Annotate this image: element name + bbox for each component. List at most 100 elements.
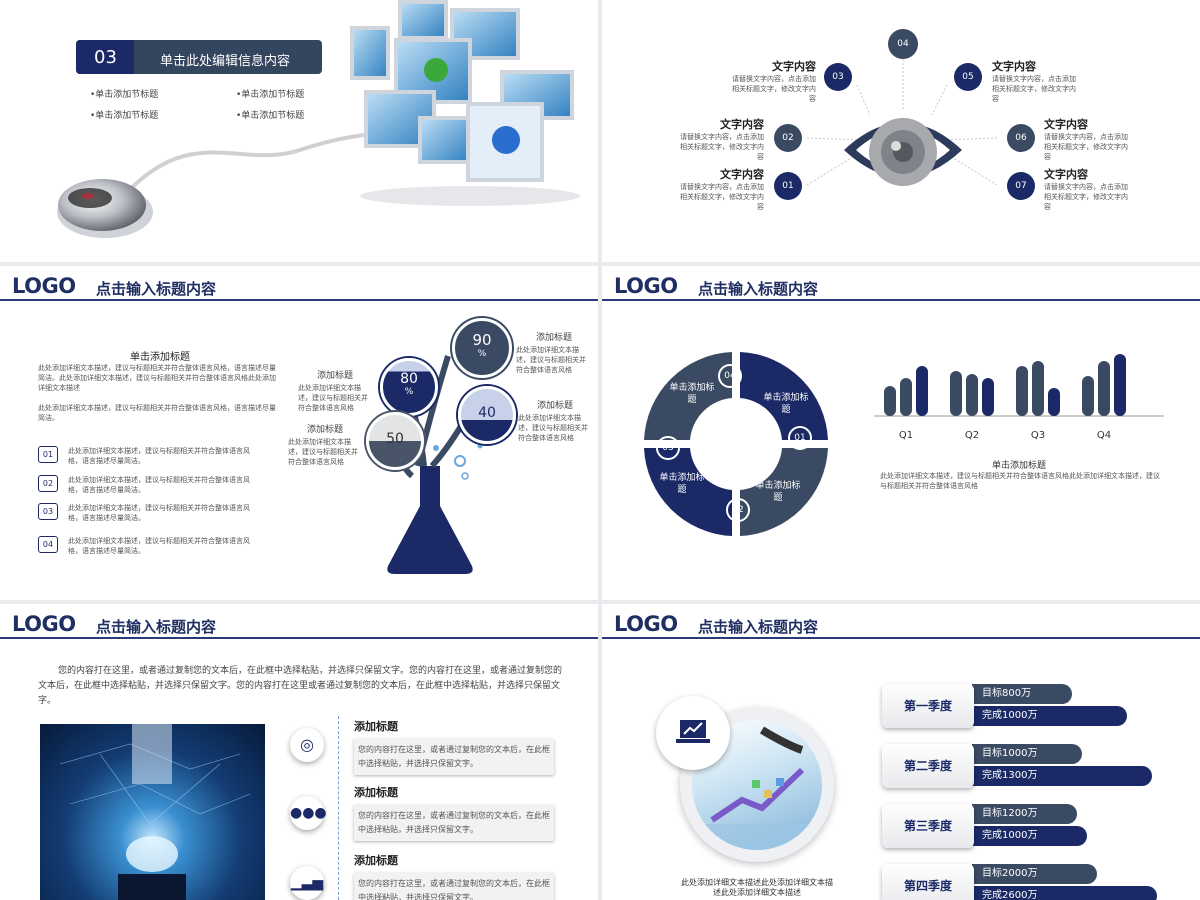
bullet-4: •单击添加节标题 — [236, 111, 305, 121]
slide-6[interactable]: LOGO 点击输入标题内容 此处添加详细文本描述此处添加详细文本描述此处添加详细… — [602, 604, 1200, 900]
item-number-badge: 04 — [38, 536, 58, 553]
slide-2[interactable]: 01 02 03 04 05 06 07 文字内容 请替换文字内容，点击添加相关… — [602, 0, 1200, 262]
slide-1[interactable]: 03 单击此处编辑信息内容 •单击添加节标题 •单击添加节标题 •单击添加节标题… — [0, 0, 598, 262]
bulb-90-unit: % — [477, 349, 487, 359]
slide-5[interactable]: LOGO 点击输入标题内容 您的内容打在这里，或者通过复制您的文本后，在此框中选… — [0, 604, 598, 900]
flask-label-desc: 此处添加详细文本描述，建议与标题相关并符合整体语言风格 — [518, 414, 588, 442]
slide-4[interactable]: LOGO 点击输入标题内容 单击添加标题 单击添加标题 单击添加标题 单击添加标… — [602, 266, 1200, 600]
bulb-80-unit: % — [404, 387, 414, 397]
target-icon: ◎ — [290, 728, 324, 762]
section-paragraph-2: 此处添加详细文本描述，建议与标题相关并符合整体语言风格，语言描述尽量简洁。 — [38, 404, 276, 422]
flask-label-title: 添加标题 — [306, 425, 343, 435]
completed-bar: 完成2600万 — [972, 886, 1157, 900]
cycle-diagram — [644, 352, 828, 536]
label-03-desc: 请替换文字内容，点击添加相关标题文字，修改文字内容 — [732, 75, 816, 103]
label-02-desc: 请替换文字内容，点击添加相关标题文字，修改文字内容 — [680, 133, 764, 161]
bar-Q3-2 — [1032, 361, 1044, 416]
label-01: 文字内容 请替换文字内容，点击添加相关标题文字，修改文字内容 — [680, 166, 764, 212]
intro-paragraph: 您的内容打在这里，或者通过复制您的文本后，在此框中选择粘贴，并选择只保留文字。您… — [38, 666, 563, 706]
cycle-label-04: 单击添加标题 — [669, 383, 715, 405]
node-04[interactable]: 04 — [888, 29, 918, 59]
bulb-80: 80 % — [380, 358, 438, 416]
cycle-num-04: 04 — [718, 364, 742, 388]
label-05: 文字内容 请替换文字内容，点击添加相关标题文字，修改文字内容 — [992, 58, 1076, 104]
label-07-title: 文字内容 — [1044, 168, 1088, 181]
flask-label-title: 添加标题 — [536, 401, 573, 411]
node-03[interactable]: 03 — [824, 63, 852, 91]
tick-label-Q3: Q3 — [1031, 430, 1045, 441]
quarter-row: 目标2000万完成2600万第四季度 — [882, 864, 1182, 900]
quarter-progress-list: 目标800万完成1000万第一季度目标1000万完成1300万第二季度目标120… — [882, 684, 1182, 900]
target-bar: 目标1000万 — [972, 744, 1082, 764]
bulb-90-value: 90 — [472, 331, 492, 349]
flask-label-1: 添加标题 此处添加详细文本描述，建议与标题相关并符合整体语言风格 — [516, 332, 592, 375]
tick-label-Q1: Q1 — [899, 430, 913, 441]
node-02[interactable]: 02 — [774, 124, 802, 152]
slide-title[interactable]: 点击输入标题内容 — [698, 280, 819, 298]
slide-header: LOGO 点击输入标题内容 — [602, 266, 1200, 302]
slide-title[interactable]: 点击输入标题内容 — [698, 618, 819, 636]
divider-line — [338, 716, 340, 900]
logo: LOGO — [12, 274, 76, 298]
logo: LOGO — [12, 612, 76, 636]
bar-Q4-2 — [1098, 361, 1110, 416]
bulb-80-value: 80 — [400, 371, 418, 387]
badge: 03 单击此处编辑信息内容 — [76, 40, 322, 74]
bullet-2: •单击添加节标题 — [236, 90, 305, 100]
slide-header: LOGO 点击输入标题内容 — [0, 604, 598, 640]
cycle-label-03: 单击添加标题 — [659, 473, 705, 495]
tick-label-Q2: Q2 — [965, 430, 979, 441]
slide-header: LOGO 点击输入标题内容 — [0, 266, 598, 302]
feature-item-1: 添加标题 您的内容打在这里，或者通过复制您的文本后，在此框中选择粘贴，并选择只保… — [354, 718, 554, 775]
feature-item-3: 添加标题 您的内容打在这里，或者通过复制您的文本后，在此框中选择粘贴，并选择只保… — [354, 852, 554, 900]
node-05[interactable]: 05 — [954, 63, 982, 91]
bar-Q4-3 — [1114, 354, 1126, 416]
item-text: 此处添加详细文本描述，建议与标题相关并符合整体语言风格，语言描述尽量简洁。 — [68, 504, 250, 522]
node-07[interactable]: 07 — [1007, 172, 1035, 200]
quarter-row: 目标800万完成1000万第一季度 — [882, 684, 1182, 734]
label-07-desc: 请替换文字内容，点击添加相关标题文字，修改文字内容 — [1044, 183, 1128, 211]
label-01-desc: 请替换文字内容，点击添加相关标题文字，修改文字内容 — [680, 183, 764, 211]
badge-text: 单击此处编辑信息内容 — [160, 54, 291, 69]
label-03-title: 文字内容 — [772, 60, 816, 73]
bulb-40-value: 40 — [478, 405, 496, 421]
bulb-50-value: 50 — [386, 431, 404, 447]
target-bar: 目标2000万 — [972, 864, 1097, 884]
laptop-icon — [676, 720, 710, 743]
feature-title: 添加标题 — [354, 720, 398, 733]
header-rule — [602, 299, 1200, 301]
team-icon: ●●● — [290, 796, 327, 830]
section-paragraph: 此处添加详细文本描述，建议与标题相关并符合整体语言风格，语言描述尽量简洁。此处添… — [38, 364, 276, 392]
bar-Q2-2 — [966, 374, 978, 416]
eye-diagram — [806, 55, 998, 186]
feature-desc: 您的内容打在这里，或者通过复制您的文本后，在此框中选择粘贴，并选择只保留文字。 — [354, 805, 554, 841]
target-bar: 目标1200万 — [972, 804, 1077, 824]
laptop-chart-icon — [656, 696, 730, 770]
feature-title: 添加标题 — [354, 854, 398, 867]
item-text: 此处添加详细文本描述，建议与标题相关并符合整体语言风格，语言描述尽量简洁。 — [68, 537, 250, 555]
node-06[interactable]: 06 — [1007, 124, 1035, 152]
slide-title[interactable]: 点击输入标题内容 — [96, 618, 217, 636]
header-rule — [0, 637, 598, 639]
completed-bar: 完成1000万 — [972, 706, 1127, 726]
cycle-label-02: 单击添加标题 — [755, 481, 801, 503]
bulb-40: 40 — [458, 386, 516, 444]
header-rule — [602, 637, 1200, 639]
flask-label-2: 添加标题 此处添加详细文本描述，建议与标题相关并符合整体语言风格 — [298, 370, 372, 413]
flask-label-3: 添加标题 此处添加详细文本描述，建议与标题相关并符合整体语言风格 — [518, 400, 592, 443]
badge-number: 03 — [94, 47, 117, 68]
cycle-label-01: 单击添加标题 — [763, 393, 809, 415]
bullet-1: •单击添加节标题 — [90, 90, 159, 100]
slide-header: LOGO 点击输入标题内容 — [602, 604, 1200, 640]
node-01[interactable]: 01 — [774, 172, 802, 200]
slide-3[interactable]: LOGO 点击输入标题内容 单击添加标题 此处添加详细文本描述，建议与标题相关并… — [0, 266, 598, 600]
flask-label-desc: 此处添加详细文本描述，建议与标题相关并符合整体语言风格 — [288, 438, 358, 466]
network-globe-graphic — [59, 724, 251, 900]
quarter-row: 目标1000万完成1300万第二季度 — [882, 744, 1182, 794]
slide-title[interactable]: 点击输入标题内容 — [96, 280, 217, 298]
quarter-label: 第二季度 — [882, 744, 974, 788]
item-number-badge: 02 — [38, 475, 58, 492]
feature-desc: 您的内容打在这里，或者通过复制您的文本后，在此框中选择粘贴，并选择只保留文字。 — [354, 873, 554, 900]
item-text: 此处添加详细文本描述，建议与标题相关并符合整体语言风格，语言描述尽量简洁。 — [68, 447, 250, 465]
flask-label-title: 添加标题 — [535, 333, 572, 343]
